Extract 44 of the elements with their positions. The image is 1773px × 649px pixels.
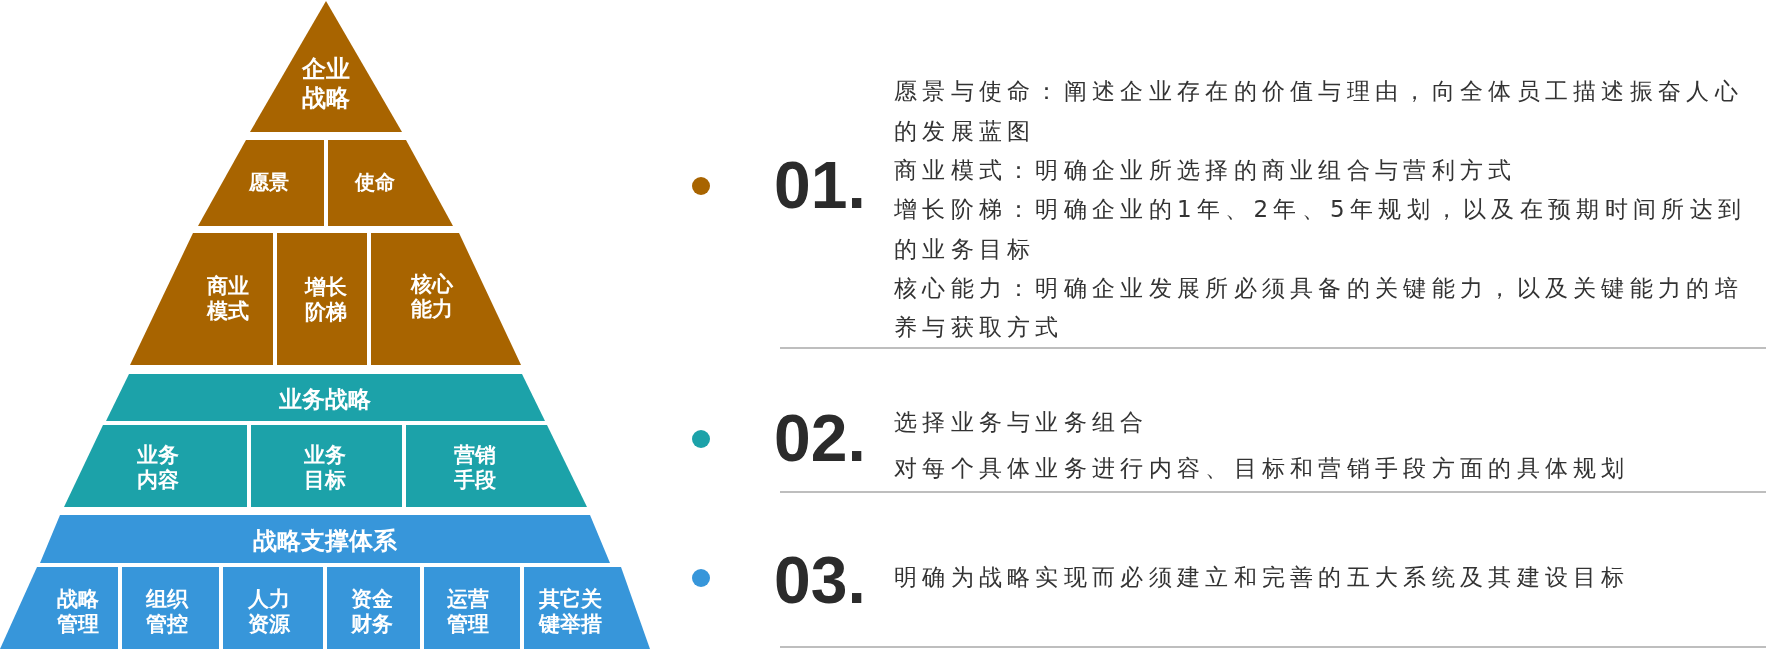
- pyramid-segment: [371, 233, 521, 365]
- description-text: 选择业务与业务组合: [894, 408, 1150, 438]
- pyramid-segment: [251, 425, 402, 507]
- segment-label: 人力资源: [247, 586, 291, 638]
- description-text: 明确为战略实现而必须建立和完善的五大系统及其建设目标: [894, 563, 1631, 593]
- pyramid-segment: [406, 425, 587, 507]
- segment-label: 组织管控: [145, 586, 189, 638]
- segment-label: 愿景: [248, 170, 290, 194]
- segment-label: 营销手段: [453, 442, 497, 494]
- segment-label: 核心能力: [410, 271, 454, 323]
- description-text: 商业模式：明确企业所选择的商业组合与营利方式: [894, 156, 1518, 185]
- segment-label: 商业模式: [206, 273, 250, 325]
- segment-label: 增长阶梯: [304, 274, 348, 326]
- pyramid-segment: [64, 425, 247, 507]
- description-text: 愿景与使命：阐述企业存在的价值与理由，向全体员工描述振奋人心的发展蓝图: [894, 77, 1744, 146]
- segment-label: 资金财务: [350, 586, 394, 638]
- pyramid-segment: [122, 567, 219, 649]
- pyramid-segment: [277, 233, 367, 365]
- segment-label: 业务战略: [279, 386, 371, 414]
- segment-label: 运营管理: [446, 586, 490, 638]
- step-number: 03.: [774, 547, 866, 613]
- description-text: 核心能力：明确企业发展所必须具备的关键能力，以及关键能力的培养与获取方式: [894, 273, 1744, 343]
- segment-label: 其它关键举措: [537, 586, 603, 638]
- pyramid-segment: [130, 233, 273, 365]
- pyramid-segment: [223, 567, 323, 649]
- pyramid-segment: [327, 567, 420, 649]
- pyramid-segment: [198, 140, 324, 226]
- pyramid-tier-band: [106, 374, 545, 421]
- description-text: 增长阶梯：明确企业的1年、2年、5年规划，以及在预期时间所达到的业务目标: [894, 195, 1748, 264]
- pyramid-segment: [328, 140, 453, 226]
- segment-label: 战略支撑体系: [253, 526, 397, 556]
- pyramid-segment: [424, 567, 520, 649]
- segment-label: 使命: [354, 170, 396, 194]
- pyramid-segment: [524, 567, 650, 649]
- step-number: 01.: [774, 152, 866, 218]
- step-number: 02.: [774, 405, 866, 471]
- pyramid-top-triangle: [250, 1, 402, 132]
- segment-label: 战略管理: [56, 586, 100, 638]
- description-text: 对每个具体业务进行内容、目标和营销手段方面的具体规划: [894, 454, 1631, 484]
- segment-label: 企业战略: [301, 55, 351, 113]
- pyramid-tier-band: [40, 515, 610, 563]
- pyramid-segment: [0, 567, 118, 649]
- segment-label: 业务目标: [303, 442, 347, 494]
- segment-label: 业务内容: [136, 442, 180, 494]
